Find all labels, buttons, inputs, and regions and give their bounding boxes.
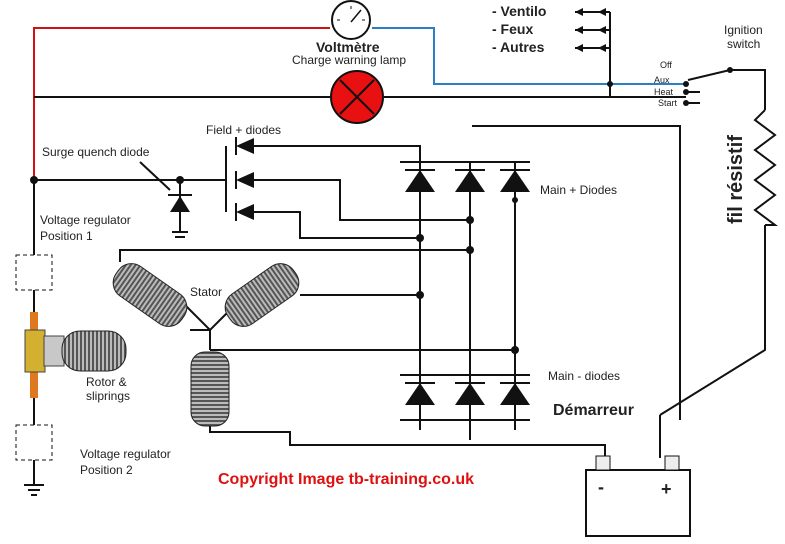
diode-icon xyxy=(236,138,254,154)
junction-dot xyxy=(30,176,38,184)
main-minus-label: Main - diodes xyxy=(548,369,620,383)
voltmeter-label: Voltmètre xyxy=(316,39,380,55)
supply-to-starter xyxy=(659,225,766,416)
accessory-ventilo-label: - Ventilo xyxy=(492,3,546,19)
voltage-regulator-1 xyxy=(15,254,53,291)
main-plus-diodes xyxy=(405,169,530,192)
junction-dot xyxy=(683,81,689,87)
ignition-switch-label: switch xyxy=(727,37,760,51)
demarreur-label: Démarreur xyxy=(553,402,634,419)
arrow-icon xyxy=(575,26,583,34)
battery-icon xyxy=(585,455,691,537)
coil-icon xyxy=(112,263,188,327)
battery-minus-label: - xyxy=(598,477,604,497)
output-wire xyxy=(472,125,681,420)
surge-quench-diode-icon xyxy=(168,194,192,238)
junction-dot xyxy=(607,81,613,87)
diode-icon xyxy=(455,170,485,192)
coil-icon xyxy=(224,263,300,327)
stator-label: Stator xyxy=(190,285,222,299)
junction-dot xyxy=(511,346,519,354)
field-diode-out-3 xyxy=(254,211,420,239)
regulator-2-label-line-2: Position 2 xyxy=(80,463,133,477)
switch-aux-label: Aux xyxy=(654,75,670,85)
diode-icon xyxy=(500,170,530,192)
rotor-label-line-1: Rotor & xyxy=(86,375,127,389)
rotor-label-line-2: sliprings xyxy=(86,389,130,403)
accessory-feux-label: - Feux xyxy=(492,21,533,37)
regulator-2-label-line-1: Voltage regulator xyxy=(80,447,171,461)
warning-lamp-icon xyxy=(330,70,384,124)
ignition-label: Ignition xyxy=(724,23,763,37)
junction-dot xyxy=(683,100,689,106)
junction-dot xyxy=(176,176,184,184)
junction-dot xyxy=(466,216,474,224)
diode-icon xyxy=(236,204,254,220)
diode-icon xyxy=(405,170,435,192)
junction-dot xyxy=(416,234,424,242)
switch-start-label: Start xyxy=(658,98,678,108)
voltmeter-wire xyxy=(372,27,686,85)
junctions xyxy=(30,67,733,354)
junction-dot xyxy=(683,89,689,95)
arrow-icon xyxy=(598,44,606,52)
coil-icon xyxy=(190,351,230,427)
diode-icon xyxy=(405,383,435,405)
voltage-regulator-2 xyxy=(15,424,53,461)
copyright-label: Copyright Image tb-training.co.uk xyxy=(218,471,474,488)
ignition-switch-lever xyxy=(687,69,766,110)
positive-wire xyxy=(33,27,330,180)
diode-icon xyxy=(455,383,485,405)
regulator-1-label-line-2: Position 1 xyxy=(40,229,93,243)
regulator-1-label-line-1: Voltage regulator xyxy=(40,213,131,227)
arrow-icon xyxy=(575,8,583,16)
switch-off-label: Off xyxy=(660,60,672,70)
field-diodes xyxy=(235,137,254,221)
rotor-assembly xyxy=(24,312,127,398)
surge-diode-label: Surge quench diode xyxy=(42,145,150,159)
field-diodes-label: Field + diodes xyxy=(206,123,281,137)
surge-diode-pointer xyxy=(139,161,171,191)
junction-dot xyxy=(416,291,424,299)
main-plus-label: Main + Diodes xyxy=(540,183,617,197)
field-diode-out-1 xyxy=(254,145,421,162)
stator-phase-a xyxy=(119,249,470,262)
arrow-icon xyxy=(598,26,606,34)
junction-dot xyxy=(512,197,518,203)
ground-return xyxy=(209,425,606,458)
accessory-arrows xyxy=(575,8,606,52)
junction-dot xyxy=(466,246,474,254)
accessory-autres-label: - Autres xyxy=(492,39,545,55)
main-minus-diodes xyxy=(405,382,530,405)
voltmeter-gauge-icon xyxy=(331,0,371,40)
coil-icon xyxy=(61,330,127,372)
stator-star-point xyxy=(190,329,211,350)
diode-icon xyxy=(500,383,530,405)
stator-coils xyxy=(112,263,300,427)
arrow-icon xyxy=(575,44,583,52)
arrow-icon xyxy=(598,8,606,16)
warning-lamp-label: Charge warning lamp xyxy=(292,53,406,67)
fil-resistif-label: fil résistif xyxy=(725,135,747,224)
field-diode-out-2 xyxy=(254,179,470,221)
resistor-icon xyxy=(753,109,778,226)
junction-dot xyxy=(727,67,733,73)
battery-plus-label: + xyxy=(661,479,672,499)
switch-heat-label: Heat xyxy=(654,87,674,97)
diode-icon xyxy=(236,172,254,188)
ground-icon xyxy=(24,484,44,496)
